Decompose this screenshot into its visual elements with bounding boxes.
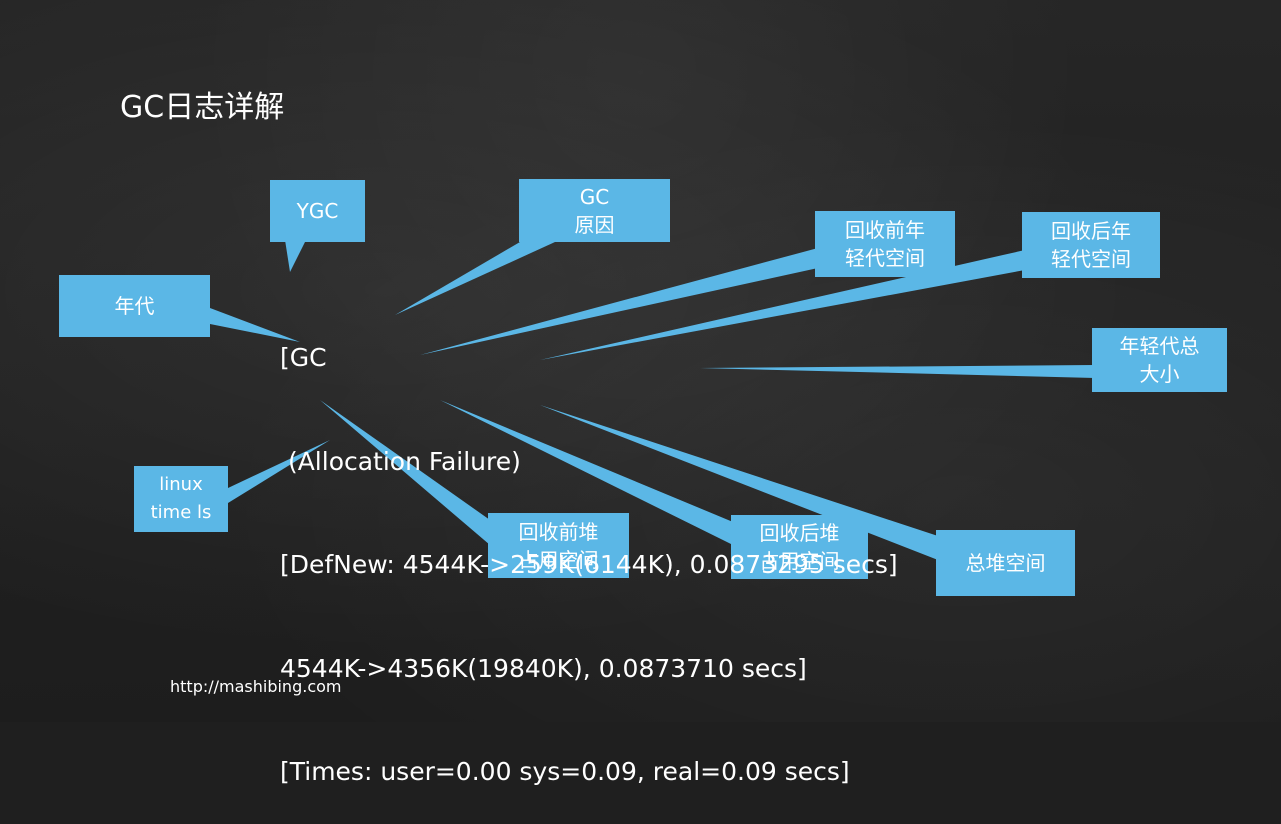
connector-young-after <box>540 250 1025 360</box>
connector-heap-after <box>440 400 733 545</box>
callout-young-before: 回收前年 轻代空间 <box>815 211 955 277</box>
callout-young-total: 年轻代总 大小 <box>1092 328 1227 392</box>
log-line: 4544K->4356K(19840K), 0.0873710 secs] <box>280 653 807 683</box>
gc-log-text: [GC (Allocation Failure) [DefNew: 4544K-… <box>280 272 898 824</box>
log-line: (Allocation Failure) <box>280 446 521 476</box>
callout-heap-after: 回收后堆 占用空间 <box>731 515 868 579</box>
callout-generation: 年代 <box>59 275 210 337</box>
chalkboard-background <box>0 0 1281 722</box>
callout-young-after: 回收后年 轻代空间 <box>1022 212 1160 278</box>
connector-ygc <box>285 240 306 272</box>
connector-linux-time <box>228 440 330 503</box>
log-line: [GC <box>280 343 327 372</box>
connector-gc-cause <box>395 242 555 315</box>
slide-title: GC日志详解 <box>120 90 285 125</box>
footer-url: http://mashibing.com <box>170 677 342 696</box>
log-line: [Times: user=0.00 sys=0.09, real=0.09 se… <box>280 757 850 786</box>
callout-gc-cause: GC 原因 <box>519 179 670 242</box>
callout-linux-time: linux time ls <box>134 466 228 532</box>
callout-ygc: YGC <box>270 180 365 242</box>
connector-heap-before <box>320 400 490 545</box>
log-line: [DefNew: 4544K->259K(6144K), 0.0873295 s… <box>280 550 898 579</box>
connector-young-before <box>420 248 818 355</box>
connector-young-total <box>700 365 1095 378</box>
callout-heap-total: 总堆空间 <box>936 530 1075 596</box>
callout-heap-before: 回收前堆 占用空间 <box>488 513 629 578</box>
connector-generation <box>210 308 300 342</box>
